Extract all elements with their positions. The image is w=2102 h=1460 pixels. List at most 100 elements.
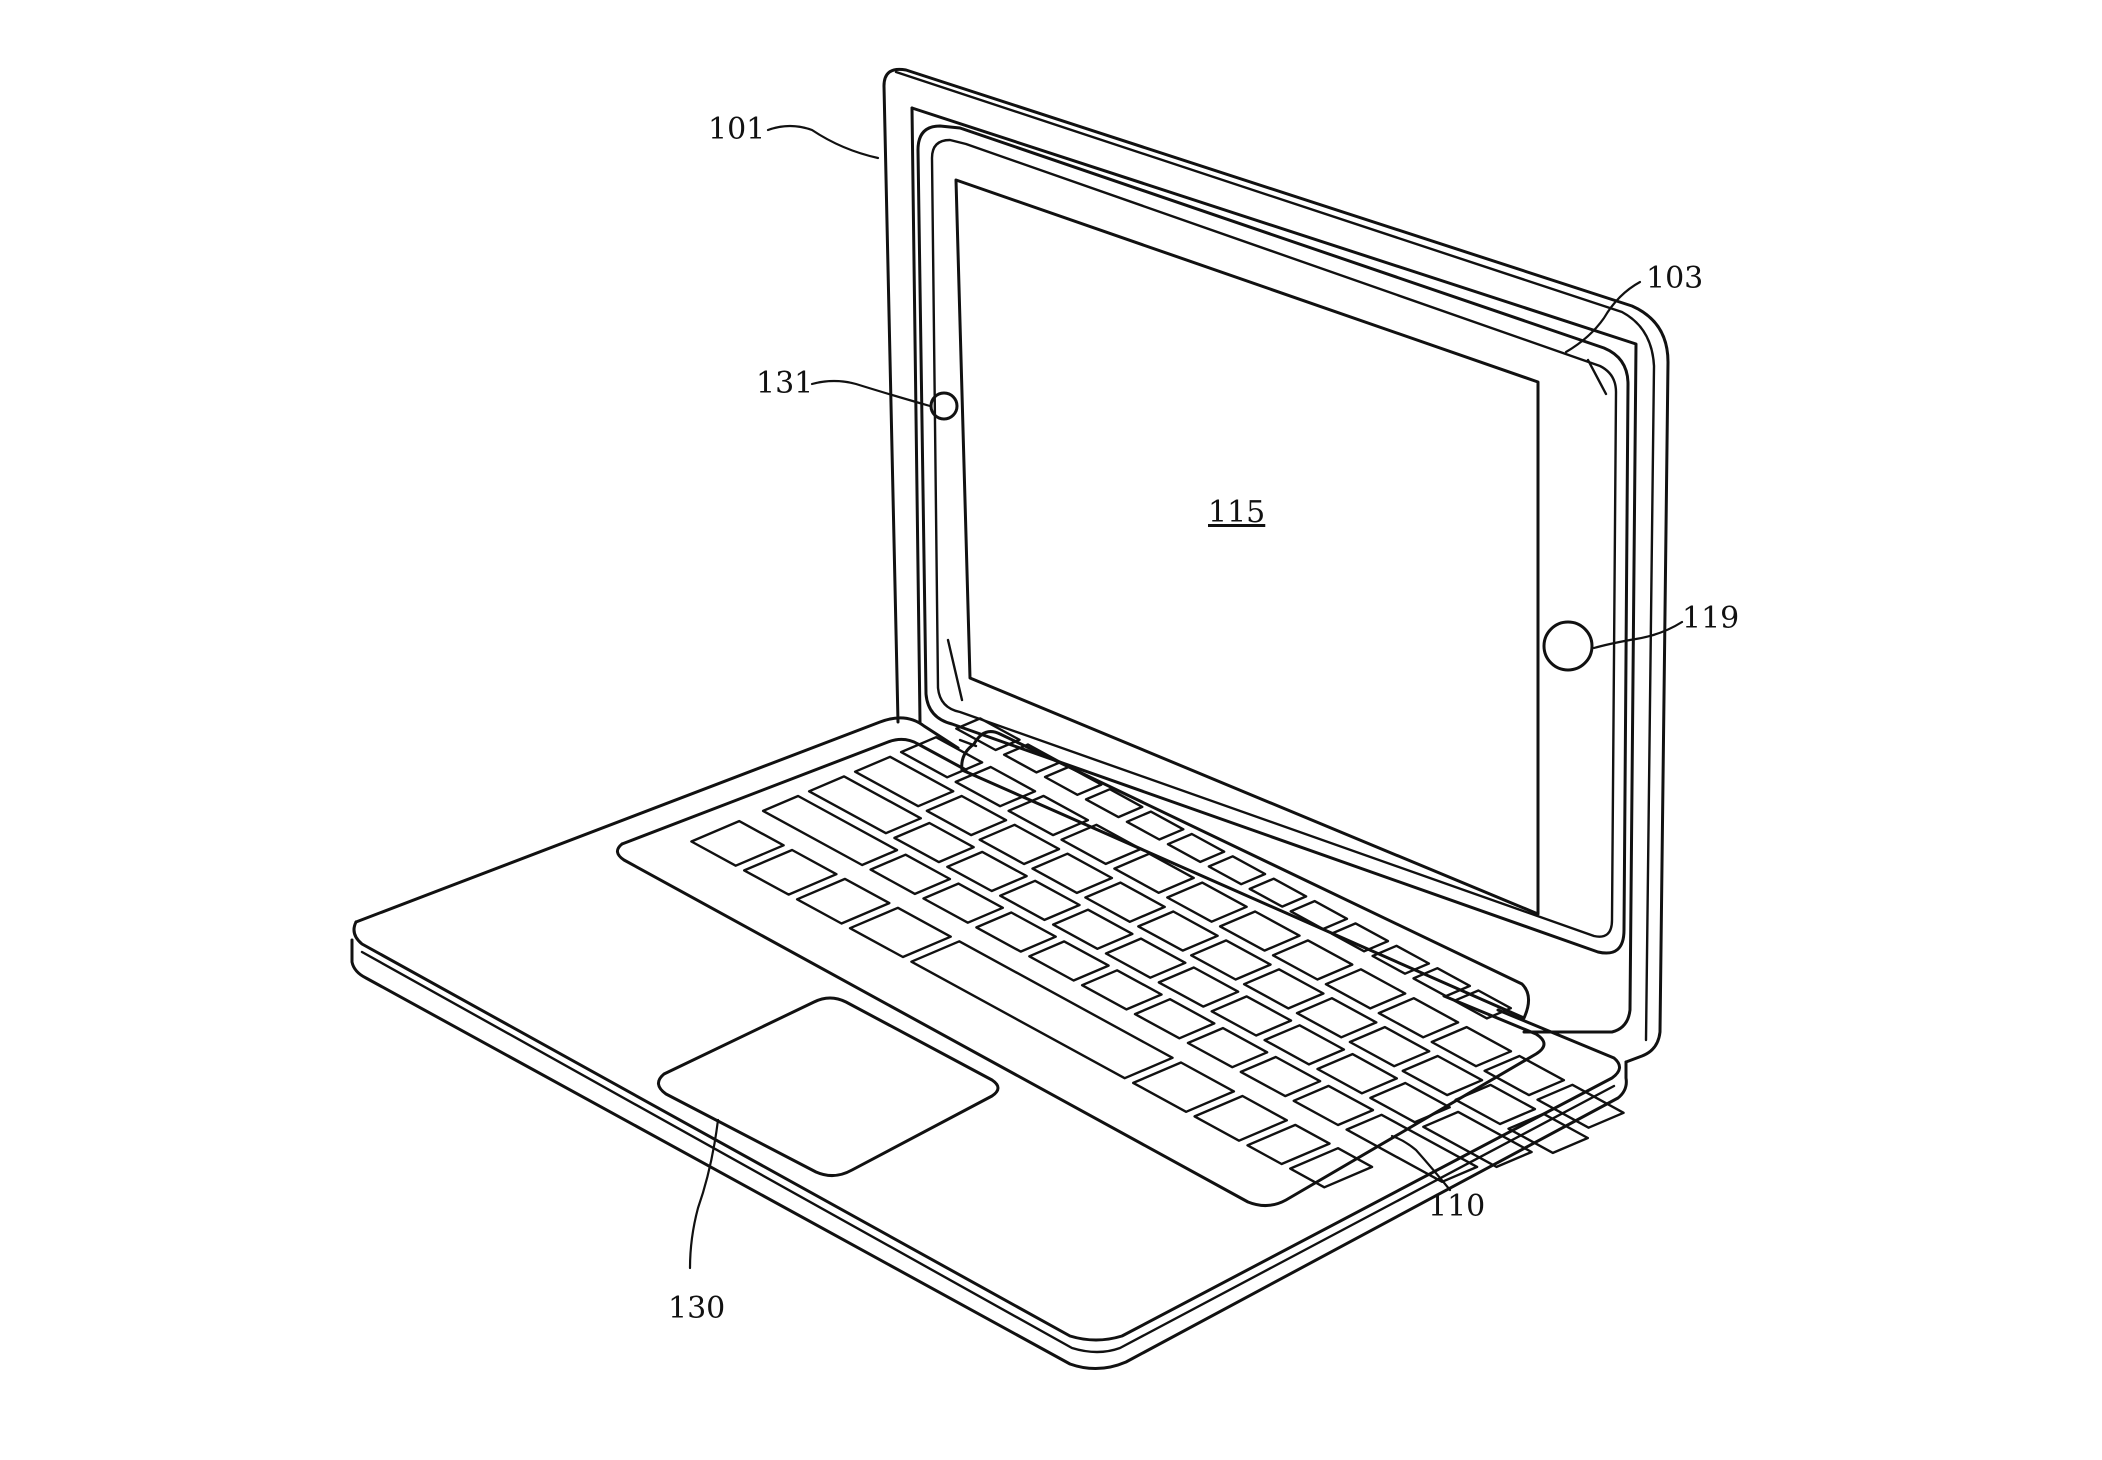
leader-bezel — [1564, 280, 1642, 354]
keyboard-key[interactable] — [1084, 881, 1166, 923]
bezel-corner-top-right — [1586, 358, 1608, 396]
keyboard-key[interactable] — [954, 765, 1037, 808]
keyboard-key[interactable] — [807, 775, 922, 835]
keyboard-key[interactable] — [1324, 968, 1407, 1010]
keyboard-key[interactable] — [999, 879, 1081, 922]
keyboard-key[interactable] — [1113, 852, 1195, 894]
lid-front-face — [910, 106, 1638, 1034]
trackpad[interactable] — [657, 996, 1000, 1177]
keyboard-key[interactable] — [1377, 997, 1460, 1039]
base — [350, 716, 1628, 1370]
keyboard-key[interactable] — [1131, 1061, 1236, 1114]
keyboard-key[interactable] — [1483, 1054, 1566, 1097]
keyboard-key[interactable] — [1210, 995, 1293, 1037]
keyboard-key[interactable] — [1028, 940, 1110, 982]
keyboard-key[interactable] — [1430, 1025, 1513, 1068]
keyboard-key[interactable] — [1137, 910, 1219, 952]
keyboard-key[interactable] — [1193, 1094, 1289, 1142]
keyboard-key[interactable] — [975, 911, 1057, 953]
keyboard-key[interactable] — [1002, 743, 1062, 774]
keyboard-key[interactable] — [1369, 1081, 1451, 1124]
keyboard-key[interactable] — [1246, 1123, 1331, 1166]
reference-numerals: 101 103 131 115 119 110 130 — [668, 112, 1739, 1326]
keyboard-key[interactable] — [1242, 968, 1325, 1010]
keyboard-key[interactable] — [1289, 899, 1349, 931]
lid — [882, 67, 1670, 1064]
keyboard-key[interactable] — [922, 882, 1004, 924]
keyboard-key[interactable] — [1207, 855, 1267, 886]
keyboard-key[interactable] — [1295, 997, 1378, 1039]
ref-trackpad: 130 — [668, 1291, 725, 1326]
keyboard-key[interactable] — [1051, 908, 1134, 950]
keyboard-key[interactable] — [955, 717, 1021, 752]
keyboard-key[interactable] — [1080, 969, 1163, 1011]
home-button-icon — [1542, 620, 1594, 672]
keyboard-key[interactable] — [1288, 1146, 1374, 1189]
keyboard-key[interactable] — [1166, 832, 1226, 864]
keyboard-key[interactable] — [1371, 944, 1431, 975]
keyboard-key[interactable] — [743, 848, 838, 896]
lid-outer-edge — [882, 67, 1670, 1064]
ref-home-button: 119 — [1682, 601, 1739, 636]
keyboard-well — [616, 842, 1546, 1207]
bezel-corner-bottom-left — [946, 638, 964, 702]
keyboard-key[interactable] — [1453, 989, 1513, 1020]
keyboard-key[interactable] — [1454, 1083, 1537, 1126]
keyboard-key[interactable] — [795, 877, 891, 925]
display-area — [954, 178, 1540, 916]
keyboard-key[interactable] — [1125, 810, 1185, 841]
keyboard-key[interactable] — [853, 755, 955, 808]
lid-left-edge — [882, 84, 900, 724]
keyboard-key[interactable] — [1401, 1054, 1484, 1097]
keyboard-key[interactable] — [1031, 852, 1114, 895]
keyboard-key[interactable] — [1239, 1055, 1322, 1098]
keyboard-key[interactable] — [1412, 967, 1472, 998]
base-top-deck — [352, 920, 1621, 1342]
keyboard-key[interactable] — [1043, 765, 1103, 796]
hinge — [958, 730, 1530, 1020]
keyboard-key[interactable] — [1007, 794, 1090, 837]
keyboard-key[interactable] — [1348, 1025, 1431, 1068]
ref-lid: 101 — [708, 112, 765, 147]
keyboard-key[interactable] — [869, 853, 952, 896]
keyboard-key[interactable] — [1166, 881, 1248, 923]
bezel-frame — [916, 124, 1630, 955]
keyboard-key[interactable] — [1218, 910, 1301, 952]
keyboard-key[interactable] — [1133, 998, 1216, 1040]
lid-back-thickness — [894, 70, 1656, 1042]
keyboard-key[interactable] — [1536, 1083, 1625, 1129]
base-top-back-edge — [354, 716, 960, 924]
keyboard-key[interactable] — [1507, 1112, 1590, 1155]
keyboard-key[interactable] — [1060, 823, 1143, 866]
keyboard-key[interactable] — [978, 823, 1061, 866]
keyboard-key[interactable] — [899, 736, 984, 779]
keyboard-key[interactable] — [1248, 877, 1308, 908]
keyboard-key[interactable] — [1189, 939, 1272, 981]
base-side-front — [350, 938, 1628, 1370]
leader-lines — [688, 124, 1684, 1270]
keyboard-key[interactable] — [848, 906, 952, 959]
base-side-seam — [360, 950, 1616, 1354]
leader-camera — [810, 379, 932, 408]
keyboard-key[interactable] — [910, 940, 1174, 1080]
keyboard-key[interactable] — [1263, 1024, 1346, 1066]
leader-home-button — [1592, 620, 1684, 650]
ref-keyboard: 110 — [1428, 1189, 1485, 1224]
keyboard-key[interactable] — [1271, 939, 1354, 981]
keyboard-key[interactable] — [893, 821, 975, 864]
keyboard-key[interactable] — [1186, 1026, 1269, 1069]
keyboard-key[interactable] — [1316, 1052, 1399, 1095]
keyboard-key[interactable] — [1292, 1084, 1375, 1127]
keyboard-keys — [690, 717, 1625, 1189]
leader-trackpad — [688, 1118, 720, 1270]
keyboard-key[interactable] — [1422, 1110, 1533, 1169]
keyboard-key[interactable] — [761, 794, 899, 867]
keyboard-key[interactable] — [1104, 937, 1187, 979]
keyboard-key[interactable] — [1084, 788, 1144, 819]
keyboard-key[interactable] — [1157, 966, 1240, 1008]
keyboard-key[interactable] — [1330, 922, 1390, 953]
keyboard-key[interactable] — [946, 850, 1028, 893]
keyboard-key[interactable] — [925, 794, 1008, 837]
keyboard-key[interactable] — [690, 819, 785, 867]
